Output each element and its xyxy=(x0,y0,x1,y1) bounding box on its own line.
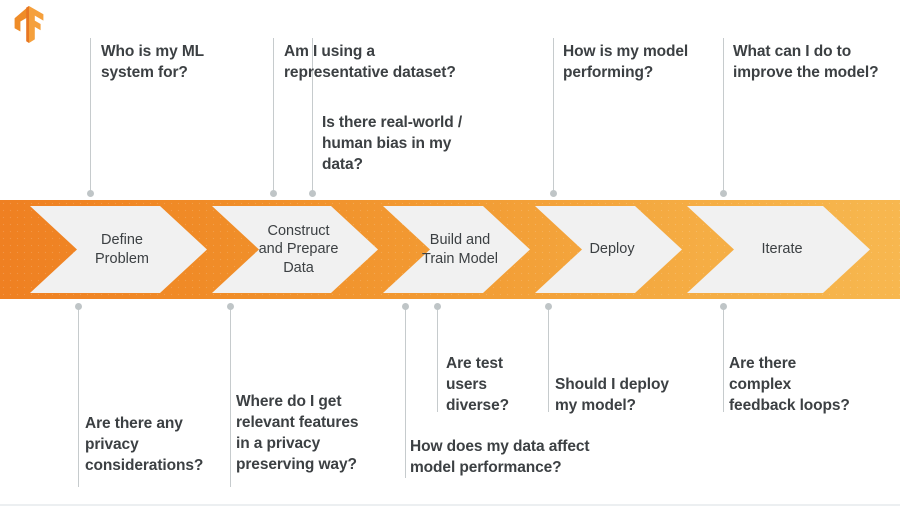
question-how-does-my-data-affect-model-performance: How does my data affect model performanc… xyxy=(410,438,590,476)
connector-line-where-do-i-get-relevant-features xyxy=(230,307,231,487)
question-are-there-complex-feedback-loops: Are there complex feedback loops? xyxy=(729,355,850,414)
connector-line-who-is-my-ml-system-for xyxy=(90,38,91,192)
connector-dot-where-do-i-get-relevant-features xyxy=(227,303,234,310)
stage-chevron-deploy[interactable] xyxy=(535,206,682,293)
question-am-i-using-representative-dataset: Am I using a representative dataset? xyxy=(284,43,456,81)
connector-line-am-i-using-representative-dataset xyxy=(273,38,274,192)
connector-dot-who-is-my-ml-system-for xyxy=(87,190,94,197)
question-is-there-real-world-human-bias: Is there real-world / human bias in my d… xyxy=(322,114,463,173)
question-who-is-my-ml-system-for: Who is my ML system for? xyxy=(101,43,204,81)
connector-dot-are-test-users-diverse xyxy=(434,303,441,310)
connector-line-what-can-i-do-to-improve-the-model xyxy=(723,38,724,192)
connector-dot-am-i-using-representative-dataset xyxy=(270,190,277,197)
connector-line-are-there-complex-feedback-loops xyxy=(723,307,724,412)
stage-chevron-construct-prepare-data[interactable] xyxy=(212,206,378,293)
stage-chevron-iterate[interactable] xyxy=(687,206,870,293)
connector-dot-how-is-my-model-performing xyxy=(550,190,557,197)
chevron-shapes xyxy=(30,206,870,293)
question-are-there-any-privacy-considerations: Are there any privacy considerations? xyxy=(85,415,204,474)
question-what-can-i-do-to-improve-the-model: What can I do to improve the model? xyxy=(733,43,879,81)
tensorflow-logo xyxy=(14,6,44,43)
connector-line-how-is-my-model-performing xyxy=(553,38,554,192)
stage-chevron-build-train-model[interactable] xyxy=(383,206,530,293)
question-should-i-deploy-my-model: Should I deploy my model? xyxy=(555,376,669,414)
ml-workflow-band xyxy=(0,200,900,299)
stage-chevron-define-problem[interactable] xyxy=(30,206,207,293)
connector-dot-are-there-any-privacy-considerations xyxy=(75,303,82,310)
connector-line-is-there-real-world-human-bias xyxy=(312,38,313,192)
connector-line-are-there-any-privacy-considerations xyxy=(78,307,79,487)
connector-line-should-i-deploy-my-model xyxy=(548,307,549,412)
connector-dot-how-does-my-data-affect-model-performance xyxy=(402,303,409,310)
connector-dot-are-there-complex-feedback-loops xyxy=(720,303,727,310)
connector-dot-is-there-real-world-human-bias xyxy=(309,190,316,197)
connector-line-how-does-my-data-affect-model-performance xyxy=(405,307,406,478)
connector-dot-should-i-deploy-my-model xyxy=(545,303,552,310)
connector-line-are-test-users-diverse xyxy=(437,307,438,412)
connector-dot-what-can-i-do-to-improve-the-model xyxy=(720,190,727,197)
question-where-do-i-get-relevant-features: Where do I get relevant features in a pr… xyxy=(236,393,359,473)
question-are-test-users-diverse: Are test users diverse? xyxy=(446,355,509,414)
question-how-is-my-model-performing: How is my model performing? xyxy=(563,43,689,81)
